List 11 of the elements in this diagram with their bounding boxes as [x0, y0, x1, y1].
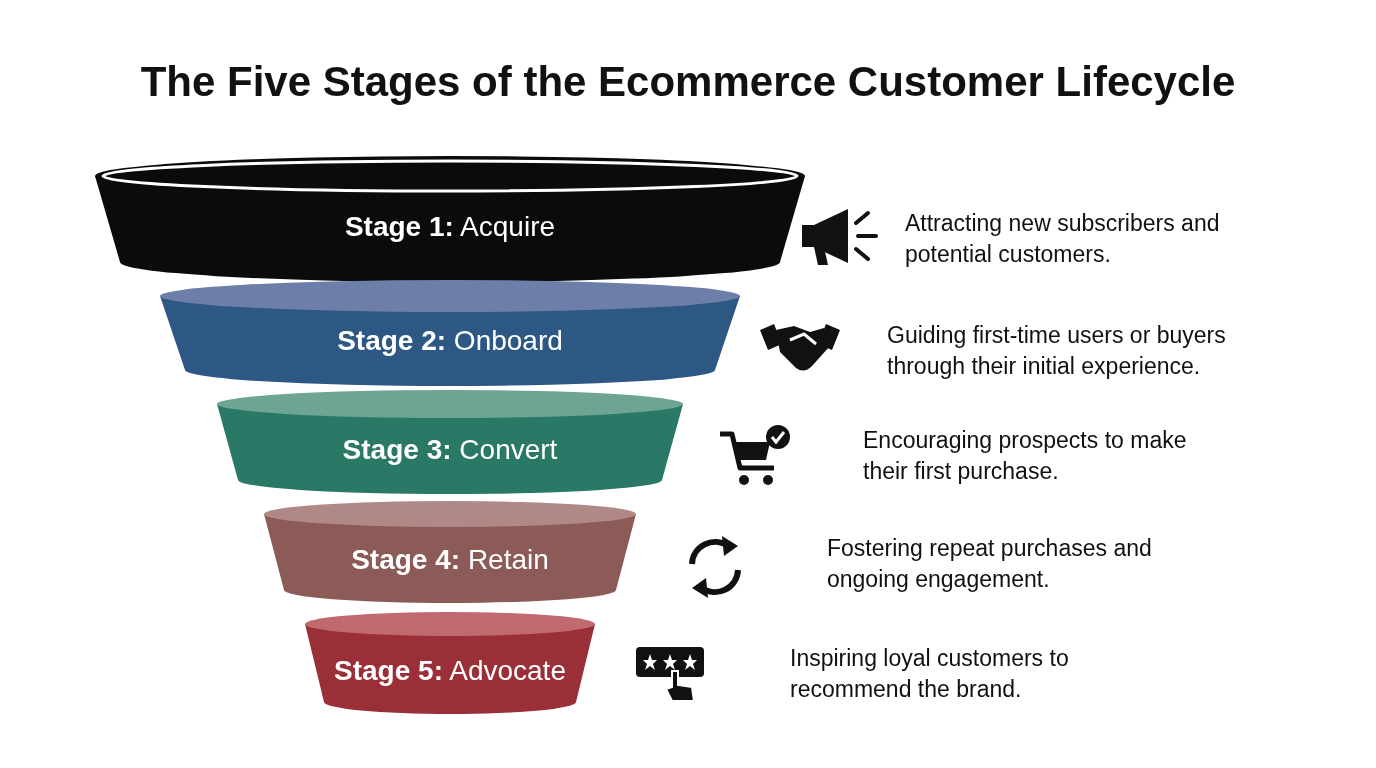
stage-label: Stage 1: Acquire	[344, 211, 556, 243]
stage-description: Encouraging prospects to make their first purchase.	[863, 426, 1188, 486]
stage-description: Guiding first-time users or buyers through their initial experience.	[887, 321, 1227, 381]
stage-description: Attracting new subscribers and potential customers.	[905, 209, 1221, 269]
stage-label: Stage 3: Convert	[342, 434, 558, 466]
stage-description: Fostering repeat purchases and ongoing engagement.	[827, 534, 1153, 594]
stage-label: Stage 2: Onboard	[337, 325, 563, 357]
stage-label: Stage 5: Advocate	[334, 655, 566, 687]
stage-label: Stage 4: Retain	[351, 544, 549, 576]
stage-description: Inspiring loyal customers to recommend the brand.	[790, 644, 1070, 704]
title: The Five Stages of the Ecommerce Customer Lifecycle	[139, 58, 1237, 106]
